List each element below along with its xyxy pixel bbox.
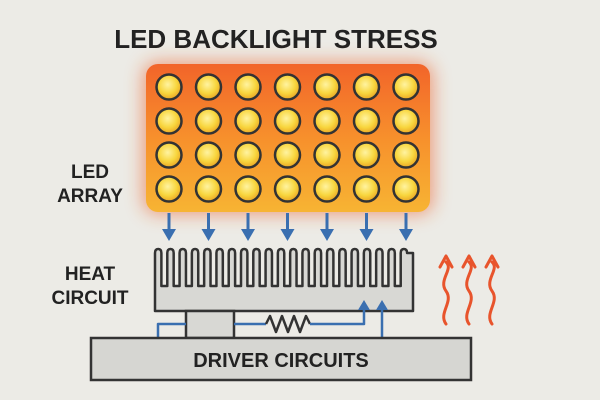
led-light bbox=[352, 107, 381, 135]
arrow-down-icon bbox=[241, 213, 255, 241]
heat-circuit-label-line1: HEAT bbox=[65, 264, 116, 285]
led-array-label-line1: LED bbox=[71, 162, 109, 183]
led-light bbox=[392, 141, 420, 169]
led-light bbox=[155, 107, 183, 135]
heat-wave-icon bbox=[438, 254, 454, 326]
led-light bbox=[234, 175, 262, 203]
led-light bbox=[352, 175, 381, 203]
led-light bbox=[313, 175, 341, 203]
led-light bbox=[352, 141, 381, 169]
led-light bbox=[234, 73, 262, 101]
led-array-label-line2: ARRAY bbox=[57, 186, 123, 207]
led-panel-background bbox=[146, 64, 430, 212]
page-title: LED BACKLIGHT STRESS bbox=[114, 24, 438, 54]
led-light bbox=[392, 107, 420, 135]
heat-wave-icon bbox=[461, 254, 477, 326]
led-light bbox=[155, 175, 183, 203]
wire-to-heatsink-1 bbox=[310, 306, 366, 326]
arrow-down-icon bbox=[280, 213, 295, 241]
arrow-down-icon bbox=[399, 213, 413, 241]
down-arrows bbox=[162, 213, 413, 241]
led-light bbox=[313, 107, 341, 135]
led-grid bbox=[155, 73, 420, 203]
led-light bbox=[392, 73, 420, 101]
driver-circuits-board bbox=[89, 336, 473, 382]
led-light bbox=[155, 141, 183, 169]
led-light bbox=[194, 73, 223, 101]
arrow-up-icon bbox=[376, 300, 388, 310]
heatsink-connector bbox=[184, 309, 236, 340]
heatsink-body bbox=[153, 247, 415, 313]
wire-left bbox=[156, 322, 186, 338]
arrow-down-icon bbox=[162, 213, 176, 241]
driver-circuits-label: DRIVER CIRCUITS bbox=[193, 350, 369, 372]
led-light bbox=[273, 73, 302, 101]
led-light bbox=[273, 107, 302, 135]
led-light bbox=[313, 73, 341, 101]
led-light bbox=[392, 175, 420, 203]
led-light bbox=[194, 175, 223, 203]
led-light bbox=[273, 141, 302, 169]
led-light bbox=[155, 73, 183, 101]
led-array-panel bbox=[143, 62, 433, 214]
circuit-wiring bbox=[156, 306, 384, 338]
led-light bbox=[273, 175, 302, 203]
circuit-arrowheads bbox=[358, 300, 388, 310]
arrow-up-icon bbox=[358, 300, 370, 310]
heat-waves bbox=[438, 254, 500, 326]
resistor-icon bbox=[264, 314, 312, 334]
led-light bbox=[313, 141, 341, 169]
led-light bbox=[352, 73, 381, 101]
arrow-down-icon bbox=[359, 213, 374, 241]
led-light bbox=[234, 141, 262, 169]
heatsink bbox=[153, 247, 415, 313]
arrow-down-icon bbox=[201, 213, 216, 241]
heat-circuit-label-line2: CIRCUIT bbox=[51, 288, 128, 309]
heat-wave-icon bbox=[484, 254, 500, 326]
led-light bbox=[234, 107, 262, 135]
arrow-down-icon bbox=[320, 213, 334, 241]
led-light bbox=[194, 141, 223, 169]
led-light bbox=[194, 107, 223, 135]
